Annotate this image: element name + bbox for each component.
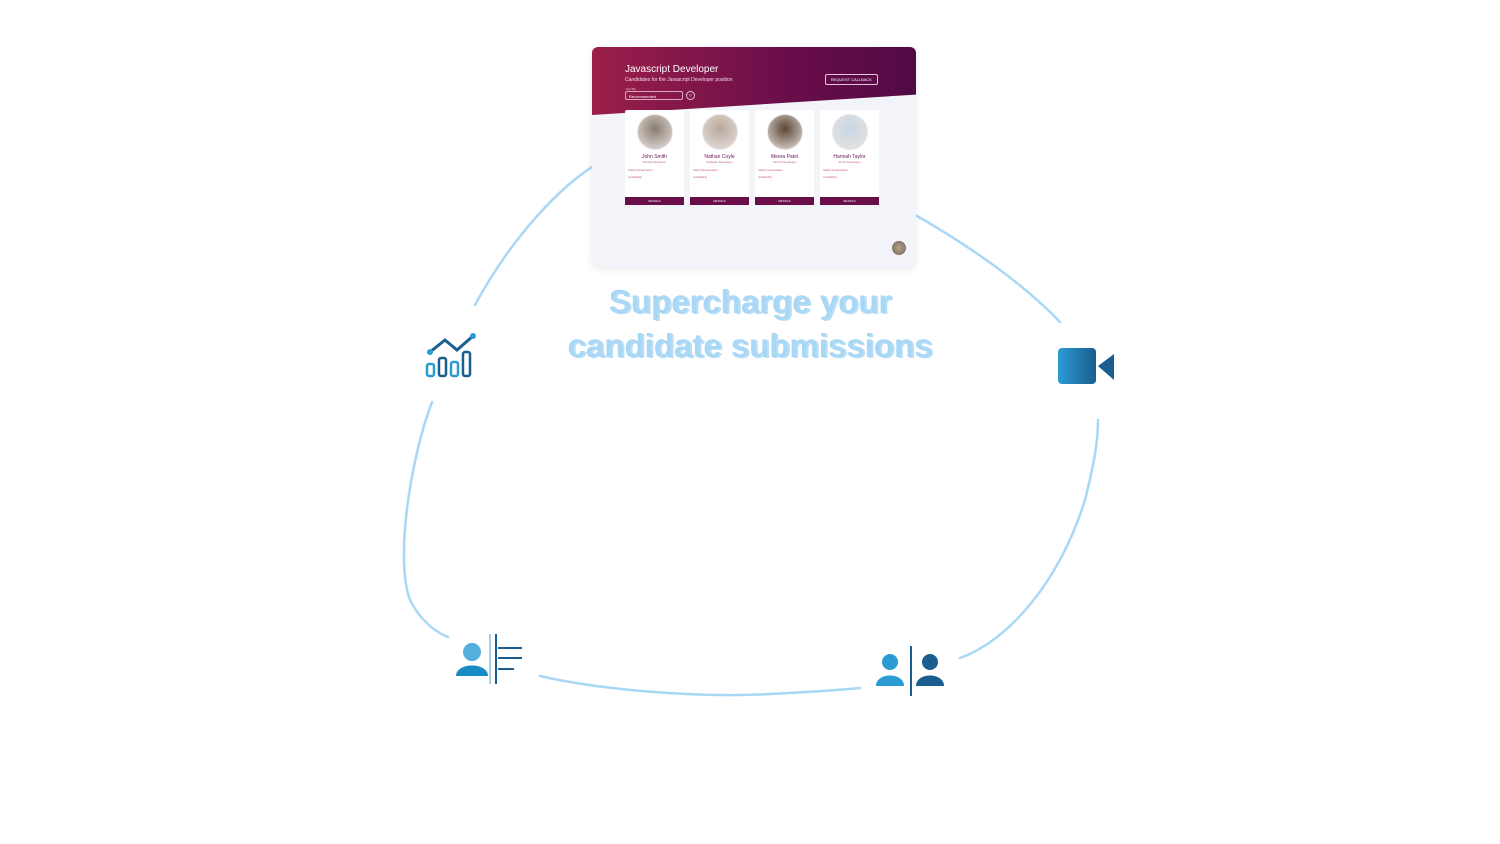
salary-label: Salary Expectation [693,167,719,172]
headline: Supercharge your candidate submissions [0,280,1500,368]
details-button[interactable]: DETAILS [755,197,814,205]
availability-row: Availability [625,175,684,179]
candidate-avatar [831,114,868,150]
candidate-avatar [701,114,738,150]
headline-line-2: candidate submissions [567,327,933,364]
candidate-card[interactable]: Nathan Coyle Software Developer Salary E… [690,110,749,205]
candidate-role: Senior Developer [772,160,797,164]
preview-subtitle: Candidates for the Javascript Developer … [625,77,733,83]
candidate-list-icon [456,634,522,684]
details-button[interactable]: DETAILS [820,197,879,205]
candidate-avatar [636,114,673,150]
candidate-role: DevOps Engineer [642,160,667,164]
candidate-name: Meera Patel [771,154,798,160]
candidate-avatar [766,114,803,150]
availability-row: Availability [820,175,879,179]
avatar [892,241,906,255]
salary-row: Salary Expectation [755,168,814,172]
salary-label: Salary Expectation [758,167,784,172]
candidate-name: John Smith [641,154,667,160]
candidate-card[interactable]: Hannah Taylor Junior Developer Salary Ex… [820,110,879,205]
candidate-role: Software Developer [706,160,733,164]
candidate-name: Hannah Taylor [833,154,866,160]
availability-label: Availability [823,174,838,179]
candidate-name: Nathan Coyle [704,154,735,160]
availability-label: Availability [758,174,773,179]
analytics-chart-icon [425,333,476,378]
sort-label: Sort By [626,87,636,91]
candidate-compare-icon [876,646,944,696]
sort-select[interactable]: Recommended [625,91,683,100]
candidate-preview-screenshot: Javascript Developer Candidates for the … [592,47,916,267]
candidate-role: Junior Developer [838,160,861,164]
details-button[interactable]: DETAILS [625,197,684,205]
availability-label: Availability [693,174,708,179]
video-camera-icon [1058,348,1114,384]
availability-row: Availability [755,175,814,179]
filter-icon[interactable]: ▿ [686,91,695,100]
salary-row: Salary Expectation [820,168,879,172]
salary-label: Salary Expectation [628,167,654,172]
availability-row: Availability [690,175,749,179]
headline-line-1: Supercharge your [608,283,892,320]
salary-label: Salary Expectation [823,167,849,172]
details-button[interactable]: DETAILS [690,197,749,205]
preview-title: Javascript Developer [625,64,719,75]
candidate-card[interactable]: John Smith DevOps Engineer Salary Expect… [625,110,684,205]
salary-row: Salary Expectation [690,168,749,172]
request-callback-button[interactable]: REQUEST CALLBACK [824,74,878,85]
availability-label: Availability [628,174,643,179]
candidate-card[interactable]: Meera Patel Senior Developer Salary Expe… [755,110,814,205]
candidate-cards: John Smith DevOps Engineer Salary Expect… [625,110,879,205]
salary-row: Salary Expectation [625,168,684,172]
